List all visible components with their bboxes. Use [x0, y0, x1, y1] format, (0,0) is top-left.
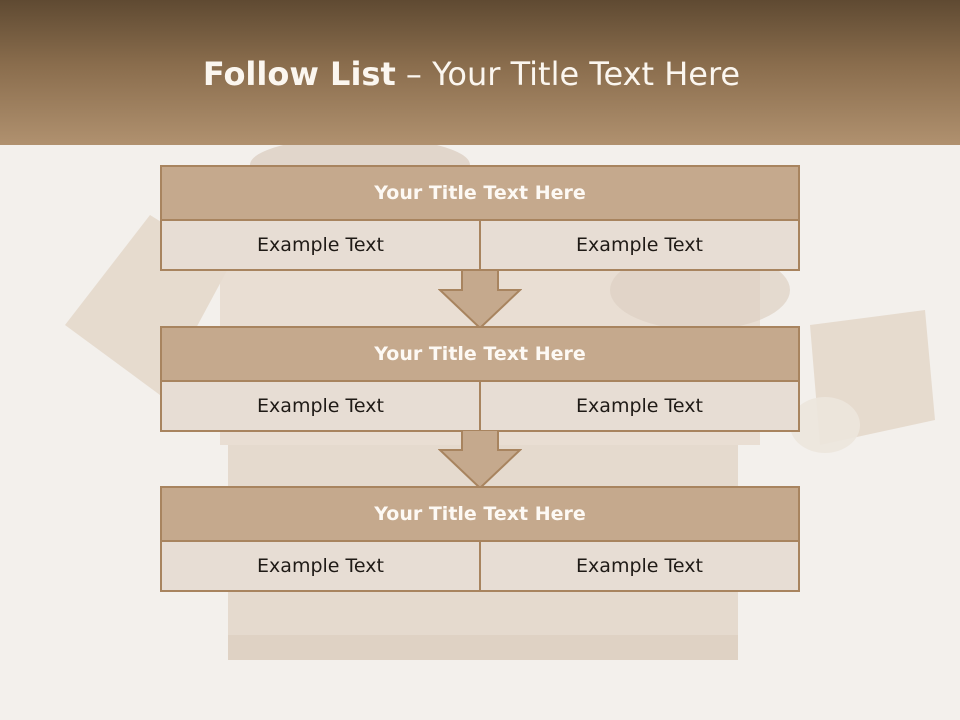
slide-title-rest: – Your Title Text Here [395, 55, 741, 93]
step-block-2: Your Title Text Here Example Text Exampl… [160, 326, 800, 432]
step-title: Your Title Text Here [160, 165, 800, 221]
down-arrow-icon [438, 430, 522, 490]
step-block-1: Your Title Text Here Example Text Exampl… [160, 165, 800, 271]
step-cell-right: Example Text [481, 221, 800, 271]
step-title: Your Title Text Here [160, 486, 800, 542]
header-banner: Follow List – Your Title Text Here [0, 0, 960, 145]
step-row: Example Text Example Text [160, 542, 800, 592]
step-row: Example Text Example Text [160, 382, 800, 432]
step-cell-left: Example Text [160, 542, 481, 592]
step-row: Example Text Example Text [160, 221, 800, 271]
step-cell-right: Example Text [481, 382, 800, 432]
step-cell-right: Example Text [481, 542, 800, 592]
slide-title-bold: Follow List [202, 55, 396, 93]
step-block-3: Your Title Text Here Example Text Exampl… [160, 486, 800, 592]
step-title: Your Title Text Here [160, 326, 800, 382]
step-cell-left: Example Text [160, 382, 481, 432]
step-cell-left: Example Text [160, 221, 481, 271]
down-arrow-icon [438, 270, 522, 330]
slide-title: Follow List – Your Title Text Here [0, 55, 943, 93]
